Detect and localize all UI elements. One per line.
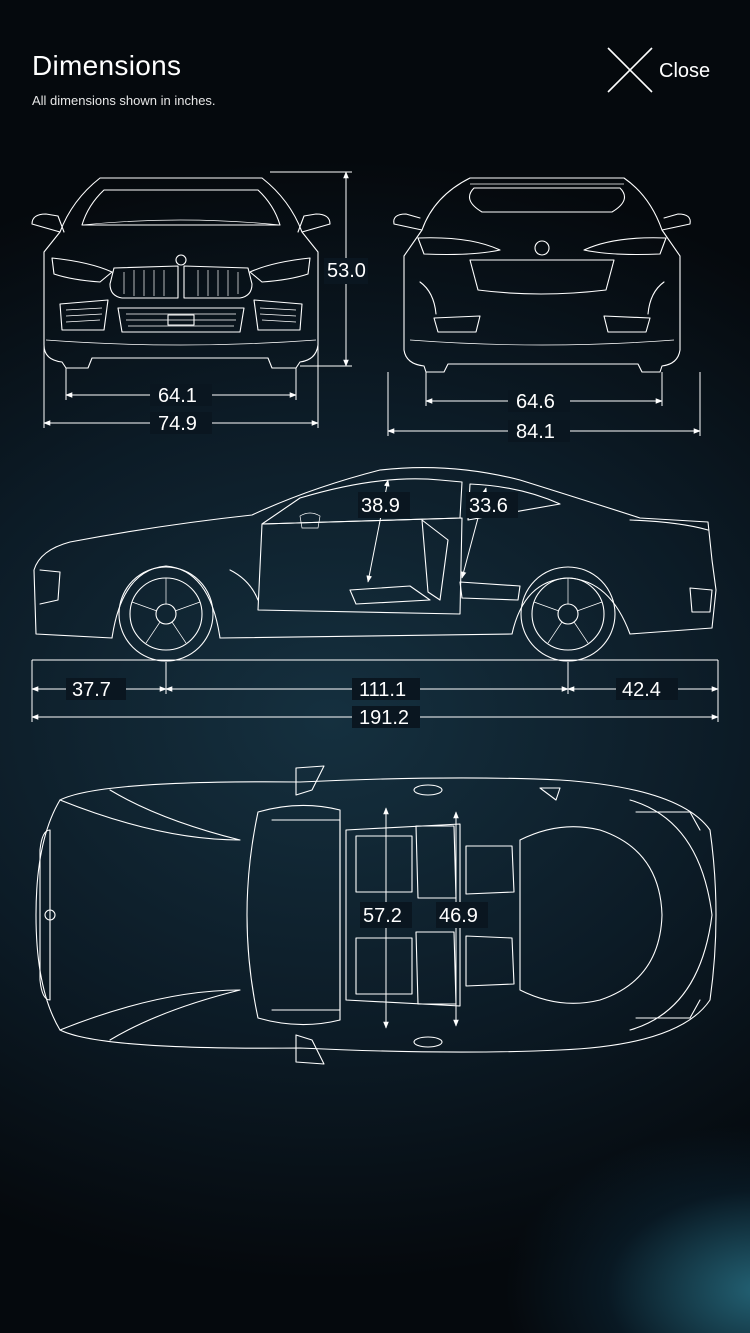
front-track-label: 64.1: [158, 385, 197, 407]
front-overhang-label: 37.7: [72, 679, 111, 701]
front-shoulder-label: 57.2: [363, 905, 402, 927]
rear-track-label: 64.6: [516, 391, 555, 413]
side-view: [31, 467, 719, 728]
page-subtitle: All dimensions shown in inches.: [32, 93, 216, 108]
close-button[interactable]: Close: [606, 46, 724, 94]
rear-view: [387, 177, 701, 442]
overall-length-label: 191.2: [359, 707, 410, 729]
front-view: [31, 171, 368, 434]
close-icon: [607, 47, 653, 93]
rear-overhang-label: 42.4: [622, 679, 661, 701]
wheelbase-label: 111.1: [359, 679, 407, 701]
rear-headroom-label: 33.6: [469, 495, 508, 517]
front-height-label: 53.0: [327, 260, 366, 282]
close-label: Close: [659, 60, 711, 82]
front-width-label: 74.9: [158, 413, 197, 435]
rear-shoulder-label: 46.9: [439, 905, 478, 927]
header: Dimensions All dimensions shown in inche…: [0, 0, 750, 120]
page-title: Dimensions: [32, 50, 182, 81]
front-headroom-label: 38.9: [361, 495, 400, 517]
rear-width-label: 84.1: [516, 421, 555, 443]
top-view: [35, 765, 717, 1065]
